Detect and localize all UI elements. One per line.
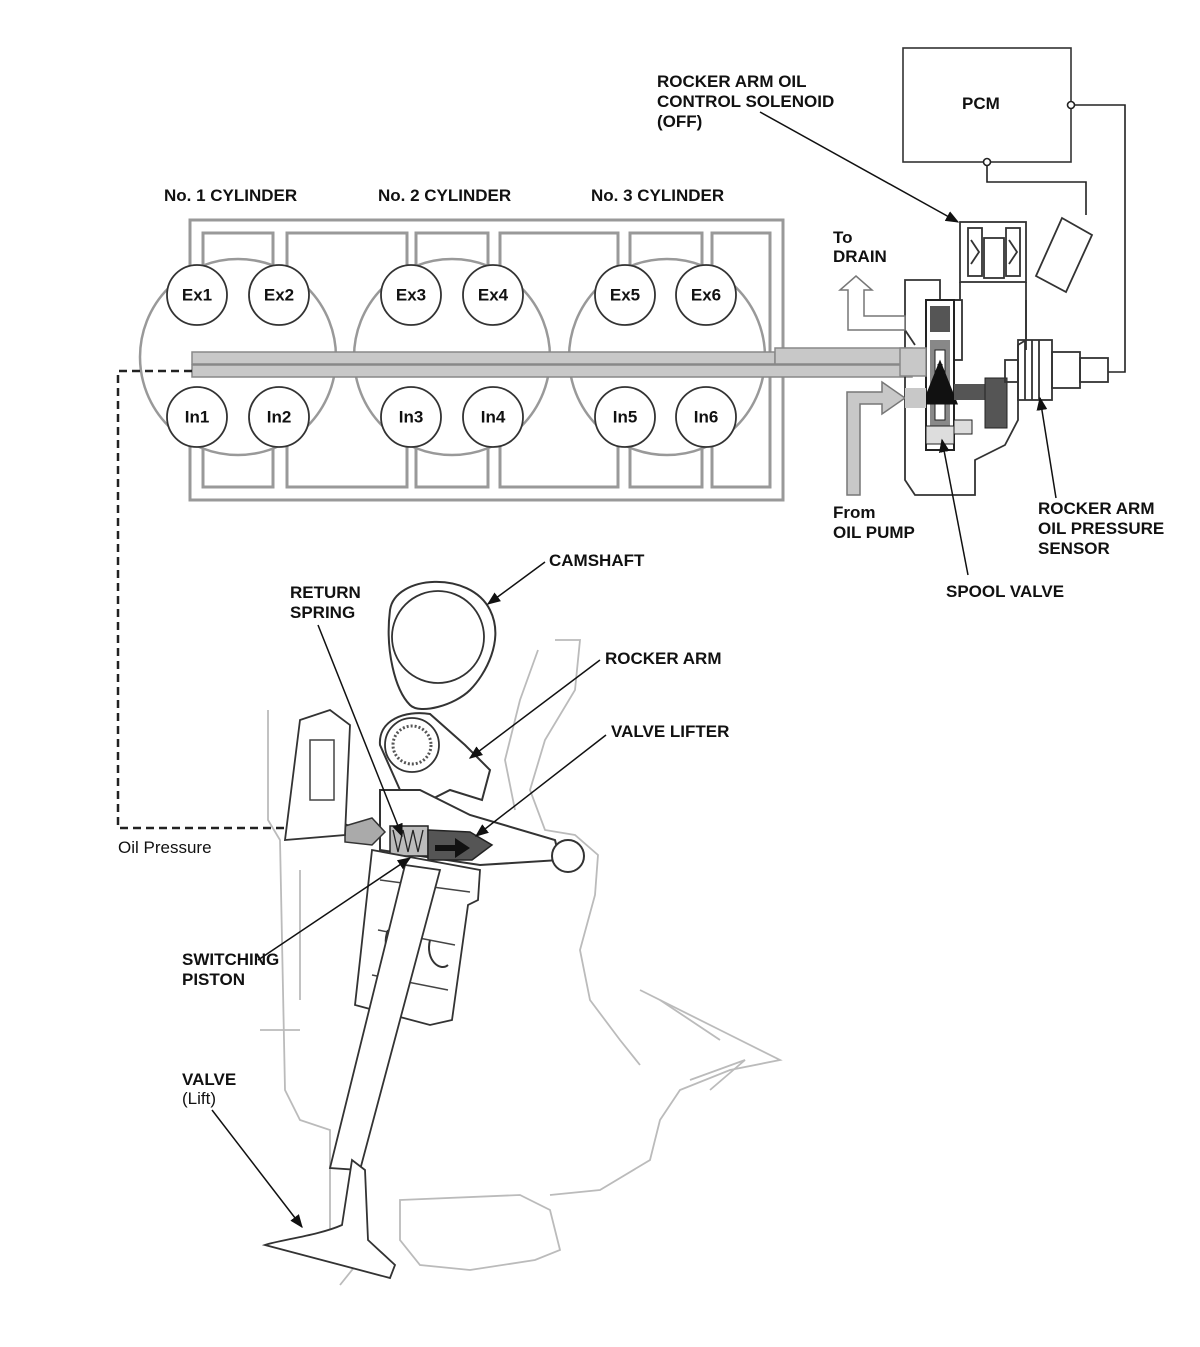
valve-lifter-label: VALVE LIFTER bbox=[611, 722, 729, 741]
valve-circle-in3 bbox=[380, 386, 442, 448]
valve-label-in4: In4 bbox=[481, 408, 506, 427]
valve-lifter-leader bbox=[474, 734, 607, 837]
camshaft-leader bbox=[486, 561, 546, 605]
cylinder-3-label: No. 3 CYLINDER bbox=[591, 186, 724, 205]
solenoid-leader bbox=[759, 111, 960, 223]
camshaft-label: CAMSHAFT bbox=[549, 551, 645, 570]
valve-label-line2: (Lift) bbox=[182, 1089, 216, 1108]
valve-label-in3: In3 bbox=[399, 408, 424, 427]
solenoid-label-line2: CONTROL SOLENOID bbox=[657, 92, 834, 111]
cylinder-2-label: No. 2 CYLINDER bbox=[378, 186, 511, 205]
sensor-label-line1: ROCKER ARM bbox=[1038, 499, 1154, 518]
pcm-wiring bbox=[982, 100, 1126, 373]
solenoid-assembly bbox=[838, 216, 1109, 496]
sensor-leader bbox=[1036, 396, 1057, 499]
valve-label-ex6: Ex6 bbox=[691, 286, 721, 305]
valve-label-in2: In2 bbox=[267, 408, 292, 427]
switching-piston-label-line1: SWITCHING bbox=[182, 950, 279, 969]
cylinder-head-block bbox=[138, 218, 913, 502]
valve-circle-ex6 bbox=[675, 264, 737, 326]
spool-valve-leader bbox=[938, 438, 969, 576]
rocker-arm-leader bbox=[468, 659, 601, 759]
valve-label-ex3: Ex3 bbox=[396, 286, 426, 305]
valve-lifter-assembly bbox=[283, 708, 494, 861]
pcm-box bbox=[902, 47, 1072, 163]
valve-circle-in1 bbox=[166, 386, 228, 448]
oil-pump-label-line2: OIL PUMP bbox=[833, 523, 915, 542]
valve-label-ex5: Ex5 bbox=[610, 286, 640, 305]
rocker-arm-label: ROCKER ARM bbox=[605, 649, 721, 668]
sensor-label-line2: OIL PRESSURE bbox=[1038, 519, 1164, 538]
valve-label-in1: In1 bbox=[185, 408, 210, 427]
valve-circle-ex2 bbox=[248, 264, 310, 326]
drain-label-line2: DRAIN bbox=[833, 247, 887, 266]
valve-circle-ex1 bbox=[166, 264, 228, 326]
valve-circle-in6 bbox=[675, 386, 737, 448]
valve-label-in5: In5 bbox=[613, 408, 638, 427]
oil-pump-label-line1: From bbox=[833, 503, 876, 522]
pcm-label: PCM bbox=[962, 94, 1000, 113]
solenoid-label-line1: ROCKER ARM OIL bbox=[657, 72, 807, 91]
valve-circle-in5 bbox=[594, 386, 656, 448]
sensor-label-line3: SENSOR bbox=[1038, 539, 1110, 558]
valve-label-ex1: Ex1 bbox=[182, 286, 212, 305]
valve-circle-in2 bbox=[248, 386, 310, 448]
valve-leader bbox=[211, 1109, 303, 1229]
switching-piston-leader bbox=[257, 857, 412, 961]
return-spring-label-line1: RETURN bbox=[290, 583, 361, 602]
spool-valve-label: SPOOL VALVE bbox=[946, 582, 1064, 601]
valve-circle-in4 bbox=[462, 386, 524, 448]
cylinder-head-outline bbox=[260, 639, 783, 1286]
valve-label-in6: In6 bbox=[694, 408, 719, 427]
cylinder-1-label: No. 1 CYLINDER bbox=[164, 186, 297, 205]
oil-pressure-label: Oil Pressure bbox=[118, 838, 212, 857]
drain-label-line1: To bbox=[833, 228, 853, 247]
valve-circle-ex4 bbox=[462, 264, 524, 326]
valve-label-ex4: Ex4 bbox=[478, 286, 509, 305]
valve-circle-ex5 bbox=[594, 264, 656, 326]
valve-label-line1: VALVE bbox=[182, 1070, 236, 1089]
camshaft bbox=[387, 580, 497, 710]
valve-circle-ex3 bbox=[380, 264, 442, 326]
switching-piston-label-line2: PISTON bbox=[182, 970, 245, 989]
valve-assembly bbox=[261, 848, 481, 1280]
return-spring-label-line2: SPRING bbox=[290, 603, 355, 622]
solenoid-label-line3: (OFF) bbox=[657, 112, 702, 131]
return-spring-leader bbox=[317, 624, 403, 838]
valve-label-ex2: Ex2 bbox=[264, 286, 294, 305]
